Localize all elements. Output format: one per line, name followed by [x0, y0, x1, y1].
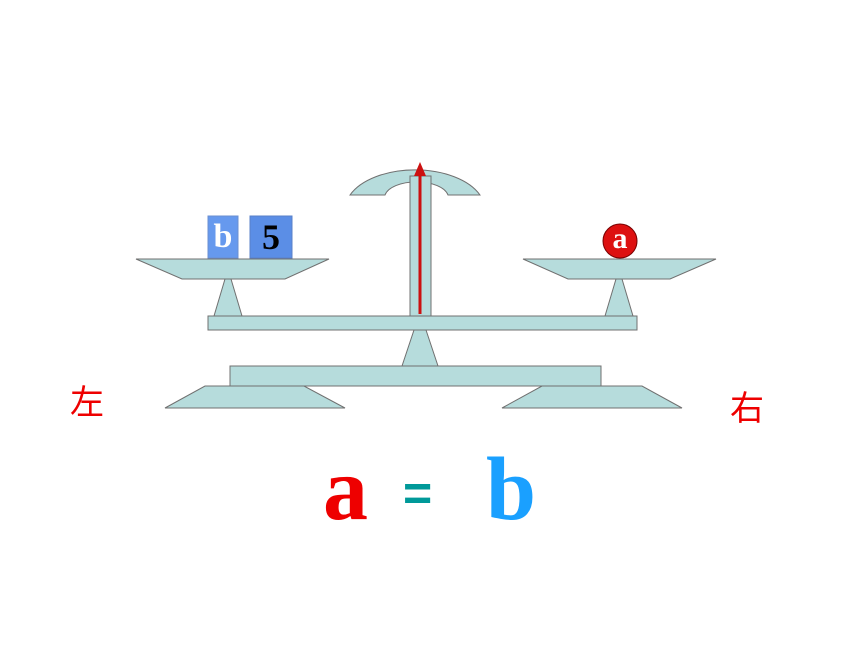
indicator-arch: [349, 169, 481, 196]
left-pan-support: [213, 278, 243, 317]
balance-beam: [207, 315, 638, 331]
block-5: [249, 215, 293, 259]
pointer-arrowhead: [414, 162, 426, 176]
equation-equals-sign: =: [403, 465, 433, 521]
block-b: [207, 215, 239, 259]
center-support: [401, 329, 439, 367]
left-side-label: 左: [70, 383, 104, 423]
right-pan-support: [604, 278, 634, 317]
left-pan: [135, 258, 330, 280]
base-left-foot: [164, 385, 346, 409]
base-platform: [229, 365, 602, 387]
block-b-label: b: [213, 218, 233, 255]
ball-a: [602, 223, 638, 259]
right-side-label: 右: [730, 389, 764, 429]
equation-left-term: a: [323, 440, 368, 539]
block-5-label: 5: [262, 217, 280, 257]
equation-right-term: b: [486, 440, 537, 539]
ball-a-label: a: [612, 222, 628, 255]
base-right-foot: [501, 385, 683, 409]
right-pan: [522, 258, 717, 280]
